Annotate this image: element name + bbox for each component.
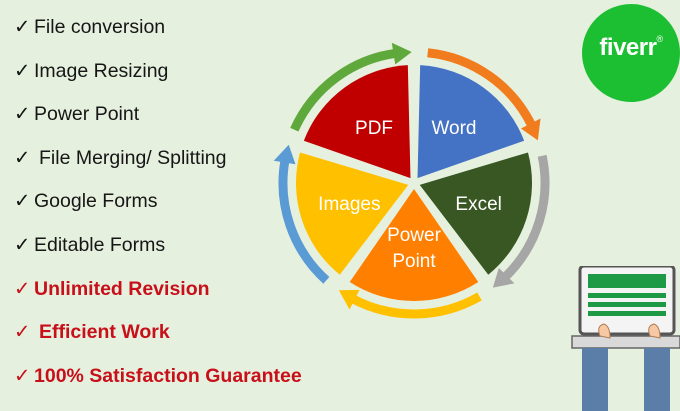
brand-name: fiverr <box>599 34 657 61</box>
feature-item: ✓Google Forms <box>14 180 302 224</box>
cycle-arrow-5 <box>278 159 330 284</box>
segment-label-word: Word <box>431 118 476 139</box>
laptop-base <box>571 335 680 349</box>
check-icon: ✓ <box>14 146 31 169</box>
segment-images <box>296 152 409 275</box>
cycle-arrow-4 <box>350 292 482 319</box>
laptop-with-hands-illustration <box>571 266 680 411</box>
arrowhead-icon <box>273 144 296 165</box>
cycle-segments <box>296 65 532 301</box>
cycle-labels: PDF Word Excel Power Point Images <box>318 118 502 272</box>
feature-item: ✓File conversion <box>14 6 302 50</box>
segment-pdf <box>303 65 411 179</box>
segment-label-power: Power <box>387 225 442 246</box>
left-hand-icon <box>598 323 611 339</box>
screen-line <box>588 302 666 307</box>
check-icon: ✓ <box>14 16 31 38</box>
feature-label: Google Forms <box>34 190 158 213</box>
feature-label: Efficient Work <box>39 321 170 344</box>
segment-excel <box>419 152 532 275</box>
feature-label: File conversion <box>34 16 166 38</box>
fiverr-logo: fiverr® <box>582 4 680 102</box>
feature-label: Image Resizing <box>34 59 169 82</box>
feature-item: ✓Image Resizing <box>14 50 302 94</box>
left-sleeve <box>582 348 608 411</box>
feature-label: Power Point <box>34 103 140 126</box>
cycle-arrows <box>273 42 550 319</box>
feature-label: Editable Forms <box>34 233 166 256</box>
check-icon: ✓ <box>14 321 31 344</box>
segment-label-point: Point <box>392 251 436 272</box>
fiverr-wordmark: fiverr® <box>582 34 680 62</box>
check-icon: ✓ <box>14 233 31 256</box>
feature-list: ✓File conversion ✓Image Resizing ✓Power … <box>14 6 302 398</box>
arrowhead-icon <box>391 42 412 65</box>
feature-item: ✓Editable Forms <box>14 224 302 268</box>
arrowhead-icon <box>492 267 515 288</box>
arrowhead-icon <box>338 289 360 310</box>
segment-label-images: Images <box>318 194 380 215</box>
feature-item-highlight: ✓100% Satisfaction Guarantee <box>14 355 302 399</box>
segment-label-pdf: PDF <box>355 118 393 139</box>
feature-label: 100% Satisfaction Guarantee <box>34 364 302 387</box>
feature-item-highlight: ✓Unlimited Revision <box>14 268 302 312</box>
feature-item: ✓ File Merging/ Splitting <box>14 137 302 181</box>
check-icon: ✓ <box>14 59 31 82</box>
feature-item: ✓Power Point <box>14 93 302 137</box>
right-sleeve <box>644 348 670 411</box>
feature-label: File Merging/ Splitting <box>39 146 227 169</box>
segment-label-excel: Excel <box>455 194 501 215</box>
segment-power-point <box>349 189 479 301</box>
cycle-arrow-2 <box>427 48 536 128</box>
check-icon: ✓ <box>14 103 31 126</box>
segment-word <box>417 65 525 179</box>
right-hand-icon <box>648 323 661 339</box>
check-icon: ✓ <box>14 190 31 213</box>
arrowhead-icon <box>520 118 541 141</box>
feature-label: Unlimited Revision <box>34 277 210 300</box>
services-cycle-diagram: PDF Word Excel Power Point Images <box>273 42 550 319</box>
screen-line <box>588 293 666 298</box>
feature-item-highlight: ✓ Efficient Work <box>14 311 302 355</box>
registered-mark: ® <box>656 34 663 44</box>
cycle-arrow-1 <box>290 48 397 132</box>
check-icon: ✓ <box>14 277 31 300</box>
screen-bar <box>588 274 666 288</box>
cycle-arrow-3 <box>501 154 550 281</box>
screen-line <box>588 311 666 316</box>
check-icon: ✓ <box>14 364 31 387</box>
